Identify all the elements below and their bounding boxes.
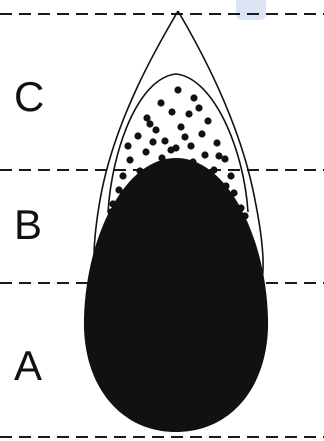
dot <box>174 86 181 93</box>
zone-label-c: C <box>14 76 44 118</box>
dot <box>126 156 133 163</box>
dot <box>161 137 168 144</box>
dot <box>204 117 211 124</box>
dot <box>185 110 192 117</box>
dot <box>181 133 188 140</box>
dot <box>146 120 153 127</box>
dot <box>157 99 164 106</box>
dot <box>195 104 202 111</box>
dot <box>142 148 149 155</box>
dot <box>177 123 184 130</box>
dot <box>201 151 208 158</box>
dot <box>190 94 197 101</box>
dot <box>227 172 234 179</box>
dot <box>198 130 205 137</box>
dot <box>168 108 175 115</box>
dot <box>187 142 194 149</box>
dot <box>149 138 156 145</box>
dot <box>134 132 141 139</box>
zone-label-a: A <box>14 345 42 387</box>
zone-label-b: B <box>14 204 42 246</box>
solid-core-egg <box>84 158 268 432</box>
dot <box>172 144 179 151</box>
dot <box>119 172 126 179</box>
dot <box>152 126 159 133</box>
dot <box>124 142 131 149</box>
dot <box>213 139 220 146</box>
dot <box>215 152 222 159</box>
